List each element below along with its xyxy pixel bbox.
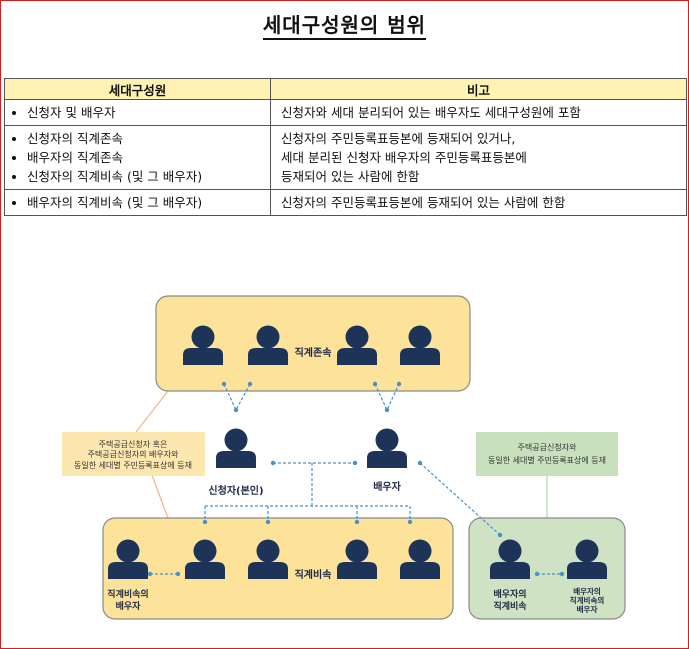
member-item: 배우자의 직계비속 (및 그 배우자) xyxy=(27,193,260,212)
household-members-table: 세대구성원 비고 신청자 및 배우자 신청자와 세대 분리되어 있는 배우자도 … xyxy=(4,78,687,216)
note-left-line: 주택공급신청자의 배우자와 xyxy=(88,449,180,459)
applicant-label: 신청자(본인) xyxy=(208,484,263,497)
note-line: 등재되어 있는 사람에 한함 xyxy=(281,169,420,184)
table-row: 배우자의 직계비속 (및 그 배우자) 신청자의 주민등록표등본에 등재되어 있… xyxy=(4,189,687,216)
table-row: 신청자의 직계존속 배우자의 직계존속 신청자의 직계비속 (및 그 배우자) … xyxy=(4,125,687,190)
note-line: 세대 분리된 신청자 배우자의 주민등록표등본에 xyxy=(281,150,527,165)
note-line: 신청자와 세대 분리되어 있는 배우자도 세대구성원에 포함 xyxy=(281,105,581,120)
spouse-descendant-spouse-label: 직계비속의 xyxy=(570,595,605,605)
descendant-spouse-label: 직계비속의 xyxy=(107,588,148,600)
note-right-line: 주택공급신청자와 xyxy=(518,442,578,452)
ascendants-box xyxy=(155,295,471,392)
ascendants-label: 직계존속 xyxy=(295,346,332,359)
spouse-descendant-link xyxy=(419,462,501,536)
note-right-line: 동일한 세대별 주민등록표상에 등재 xyxy=(488,455,606,465)
spouse-descendant-spouse-label: 배우자 xyxy=(577,604,598,614)
applicant-person-icon xyxy=(216,428,256,468)
note-right-box xyxy=(476,432,618,476)
spouse-label: 배우자 xyxy=(373,480,401,493)
page-title: 세대구성원의 범위 xyxy=(0,9,689,40)
spouse-descendant-label: 직계비속 xyxy=(493,600,526,612)
spouse-person-icon xyxy=(367,428,407,468)
note-line: 신청자의 주민등록표등본에 등재되어 있는 사람에 한함 xyxy=(281,195,566,210)
member-item: 배우자의 직계존속 xyxy=(27,148,260,167)
note-left-connector-top xyxy=(135,390,169,433)
spouse-descendant-label: 배우자의 xyxy=(493,588,526,600)
note-left-connector-bottom xyxy=(149,469,169,519)
member-item: 신청자의 직계비속 (및 그 배우자) xyxy=(27,167,260,186)
spouse-parents-link xyxy=(374,383,400,412)
note-left-box xyxy=(62,432,205,476)
header-note: 비고 xyxy=(270,78,687,100)
spouse-descendant-spouse-label: 배우자의 xyxy=(573,586,601,596)
note-left-line: 주택공급신청자 혹은 xyxy=(99,439,168,449)
descendants-label: 직계비속 xyxy=(295,568,332,581)
note-line: 신청자의 주민등록표등본에 등재되어 있거나, xyxy=(281,131,516,146)
descendant-spouse-label: 배우자 xyxy=(116,600,142,612)
member-item: 신청자의 직계존속 xyxy=(27,129,260,148)
note-left-line: 동일한 세대별 주민등록표상에 등재 xyxy=(74,460,192,470)
member-item: 신청자 및 배우자 xyxy=(27,103,260,122)
table-row: 신청자 및 배우자 신청자와 세대 분리되어 있는 배우자도 세대구성원에 포함 xyxy=(4,99,687,126)
header-members: 세대구성원 xyxy=(4,78,271,100)
